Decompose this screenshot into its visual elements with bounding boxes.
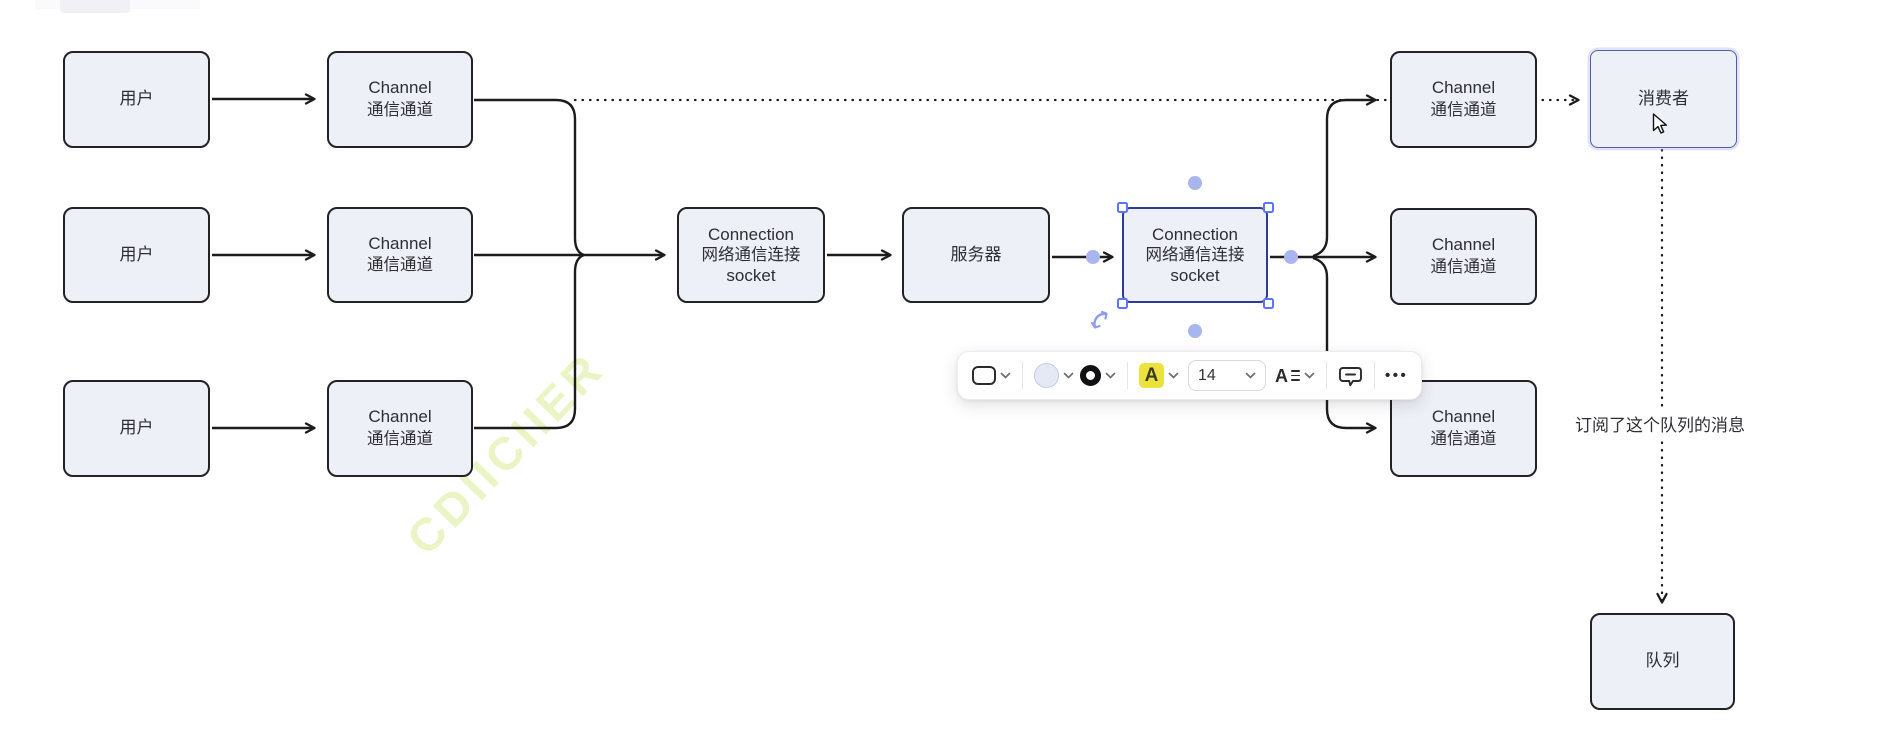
node-sublabel2: socket — [726, 266, 776, 286]
node-label: Channel — [368, 233, 432, 253]
node-channel-right-3[interactable]: Channel 通信通道 — [1390, 380, 1537, 477]
selection-handle-sw[interactable] — [1116, 297, 1128, 309]
chevron-down-icon — [1245, 372, 1256, 379]
selection-handle-nw[interactable] — [1116, 201, 1128, 213]
shape-style-button[interactable] — [969, 363, 1014, 388]
node-label: 用户 — [119, 418, 154, 438]
node-label: 消费者 — [1638, 88, 1689, 108]
font-size-value: 14 — [1198, 366, 1216, 384]
node-connection-right-selected[interactable]: Connection 网络通信连接 socket — [1122, 207, 1268, 303]
mouse-cursor — [1652, 113, 1668, 134]
node-label: 队列 — [1645, 651, 1680, 671]
font-family-button[interactable]: A — [1272, 364, 1318, 388]
edge-fork-top[interactable] — [1312, 100, 1375, 258]
node-label: 服务器 — [950, 244, 1002, 264]
font-family-icon: A — [1275, 367, 1300, 385]
node-sublabel: 通信通道 — [367, 256, 433, 275]
node-sublabel: 通信通道 — [1430, 257, 1497, 276]
stroke-color-button[interactable] — [1077, 362, 1119, 389]
chevron-down-icon — [1304, 372, 1315, 379]
rotate-handle-icon[interactable] — [1090, 310, 1112, 332]
node-label: Channel — [1431, 78, 1496, 98]
node-user-3[interactable]: 用户 — [63, 380, 210, 477]
fill-color-icon — [1034, 363, 1059, 388]
node-queue[interactable]: 队列 — [1590, 613, 1735, 710]
node-channel-left-1[interactable]: Channel 通信通道 — [327, 51, 473, 148]
node-server[interactable]: 服务器 — [902, 207, 1050, 303]
node-channel-right-2[interactable]: Channel 通信通道 — [1390, 208, 1537, 305]
font-family-lines — [1291, 370, 1300, 381]
toolbar-divider — [1127, 362, 1128, 389]
node-sublabel: 网络通信连接 — [1145, 245, 1245, 264]
edge-merge-bottom[interactable] — [474, 253, 585, 430]
node-label: Channel — [1431, 407, 1496, 427]
selection-handle-ne[interactable] — [1262, 201, 1274, 213]
comment-icon — [1339, 366, 1362, 386]
text-color-button[interactable]: A — [1136, 360, 1182, 391]
node-channel-left-2[interactable]: Channel 通信通道 — [327, 207, 473, 303]
fill-color-button[interactable] — [1031, 360, 1077, 391]
node-label: Channel — [368, 407, 432, 427]
stroke-color-icon — [1080, 365, 1101, 386]
chevron-down-icon — [1105, 372, 1116, 379]
connector-dot-left[interactable] — [1086, 250, 1100, 264]
node-user-2[interactable]: 用户 — [63, 207, 210, 303]
chevron-down-icon — [1168, 372, 1179, 379]
more-options-button[interactable]: ••• — [1385, 367, 1409, 384]
style-toolbar: A 14 A ••• — [957, 351, 1423, 400]
node-channel-left-3[interactable]: Channel 通信通道 — [327, 380, 473, 477]
chevron-down-icon — [1000, 372, 1011, 379]
selection-handle-se[interactable] — [1262, 297, 1274, 309]
node-sublabel: 通信通道 — [1430, 100, 1497, 119]
node-label: 用户 — [119, 89, 154, 109]
node-sublabel: 网络通信连接 — [701, 245, 801, 264]
node-sublabel2: socket — [1170, 266, 1220, 286]
toolbar-divider — [1326, 362, 1327, 389]
connector-dot-bottom[interactable] — [1188, 324, 1202, 338]
toolbar-divider — [1022, 362, 1023, 389]
edge-fork-bottom[interactable] — [1312, 256, 1375, 428]
top-toolbar-tab — [60, 0, 130, 13]
toolbar-divider — [1374, 362, 1375, 389]
node-label: Channel — [368, 78, 432, 98]
node-connection-left[interactable]: Connection 网络通信连接 socket — [677, 207, 825, 303]
font-size-select[interactable]: 14 — [1188, 360, 1266, 391]
node-sublabel: 通信通道 — [1430, 429, 1497, 448]
connector-dot-right[interactable] — [1284, 250, 1298, 264]
node-sublabel: 通信通道 — [367, 429, 433, 448]
node-label: Connection — [1151, 224, 1238, 244]
queue-edge-label[interactable]: 订阅了这个队列的消息 — [1572, 409, 1748, 438]
edge-merge-top[interactable] — [474, 98, 585, 257]
text-color-letter: A — [1144, 364, 1159, 386]
font-family-letter: A — [1275, 365, 1288, 386]
top-toolbar-remnant — [35, 0, 200, 13]
comment-button[interactable] — [1335, 362, 1366, 390]
node-user-1[interactable]: 用户 — [63, 51, 210, 148]
node-label: 用户 — [119, 244, 154, 264]
node-sublabel: 通信通道 — [367, 100, 433, 119]
shape-style-icon — [972, 366, 996, 385]
text-color-icon: A — [1139, 363, 1164, 388]
node-label: Connection — [707, 224, 794, 244]
chevron-down-icon — [1063, 372, 1074, 379]
node-label: Channel — [1431, 235, 1496, 255]
node-channel-right-1[interactable]: Channel 通信通道 — [1390, 51, 1537, 148]
connector-dot-top[interactable] — [1188, 176, 1202, 190]
